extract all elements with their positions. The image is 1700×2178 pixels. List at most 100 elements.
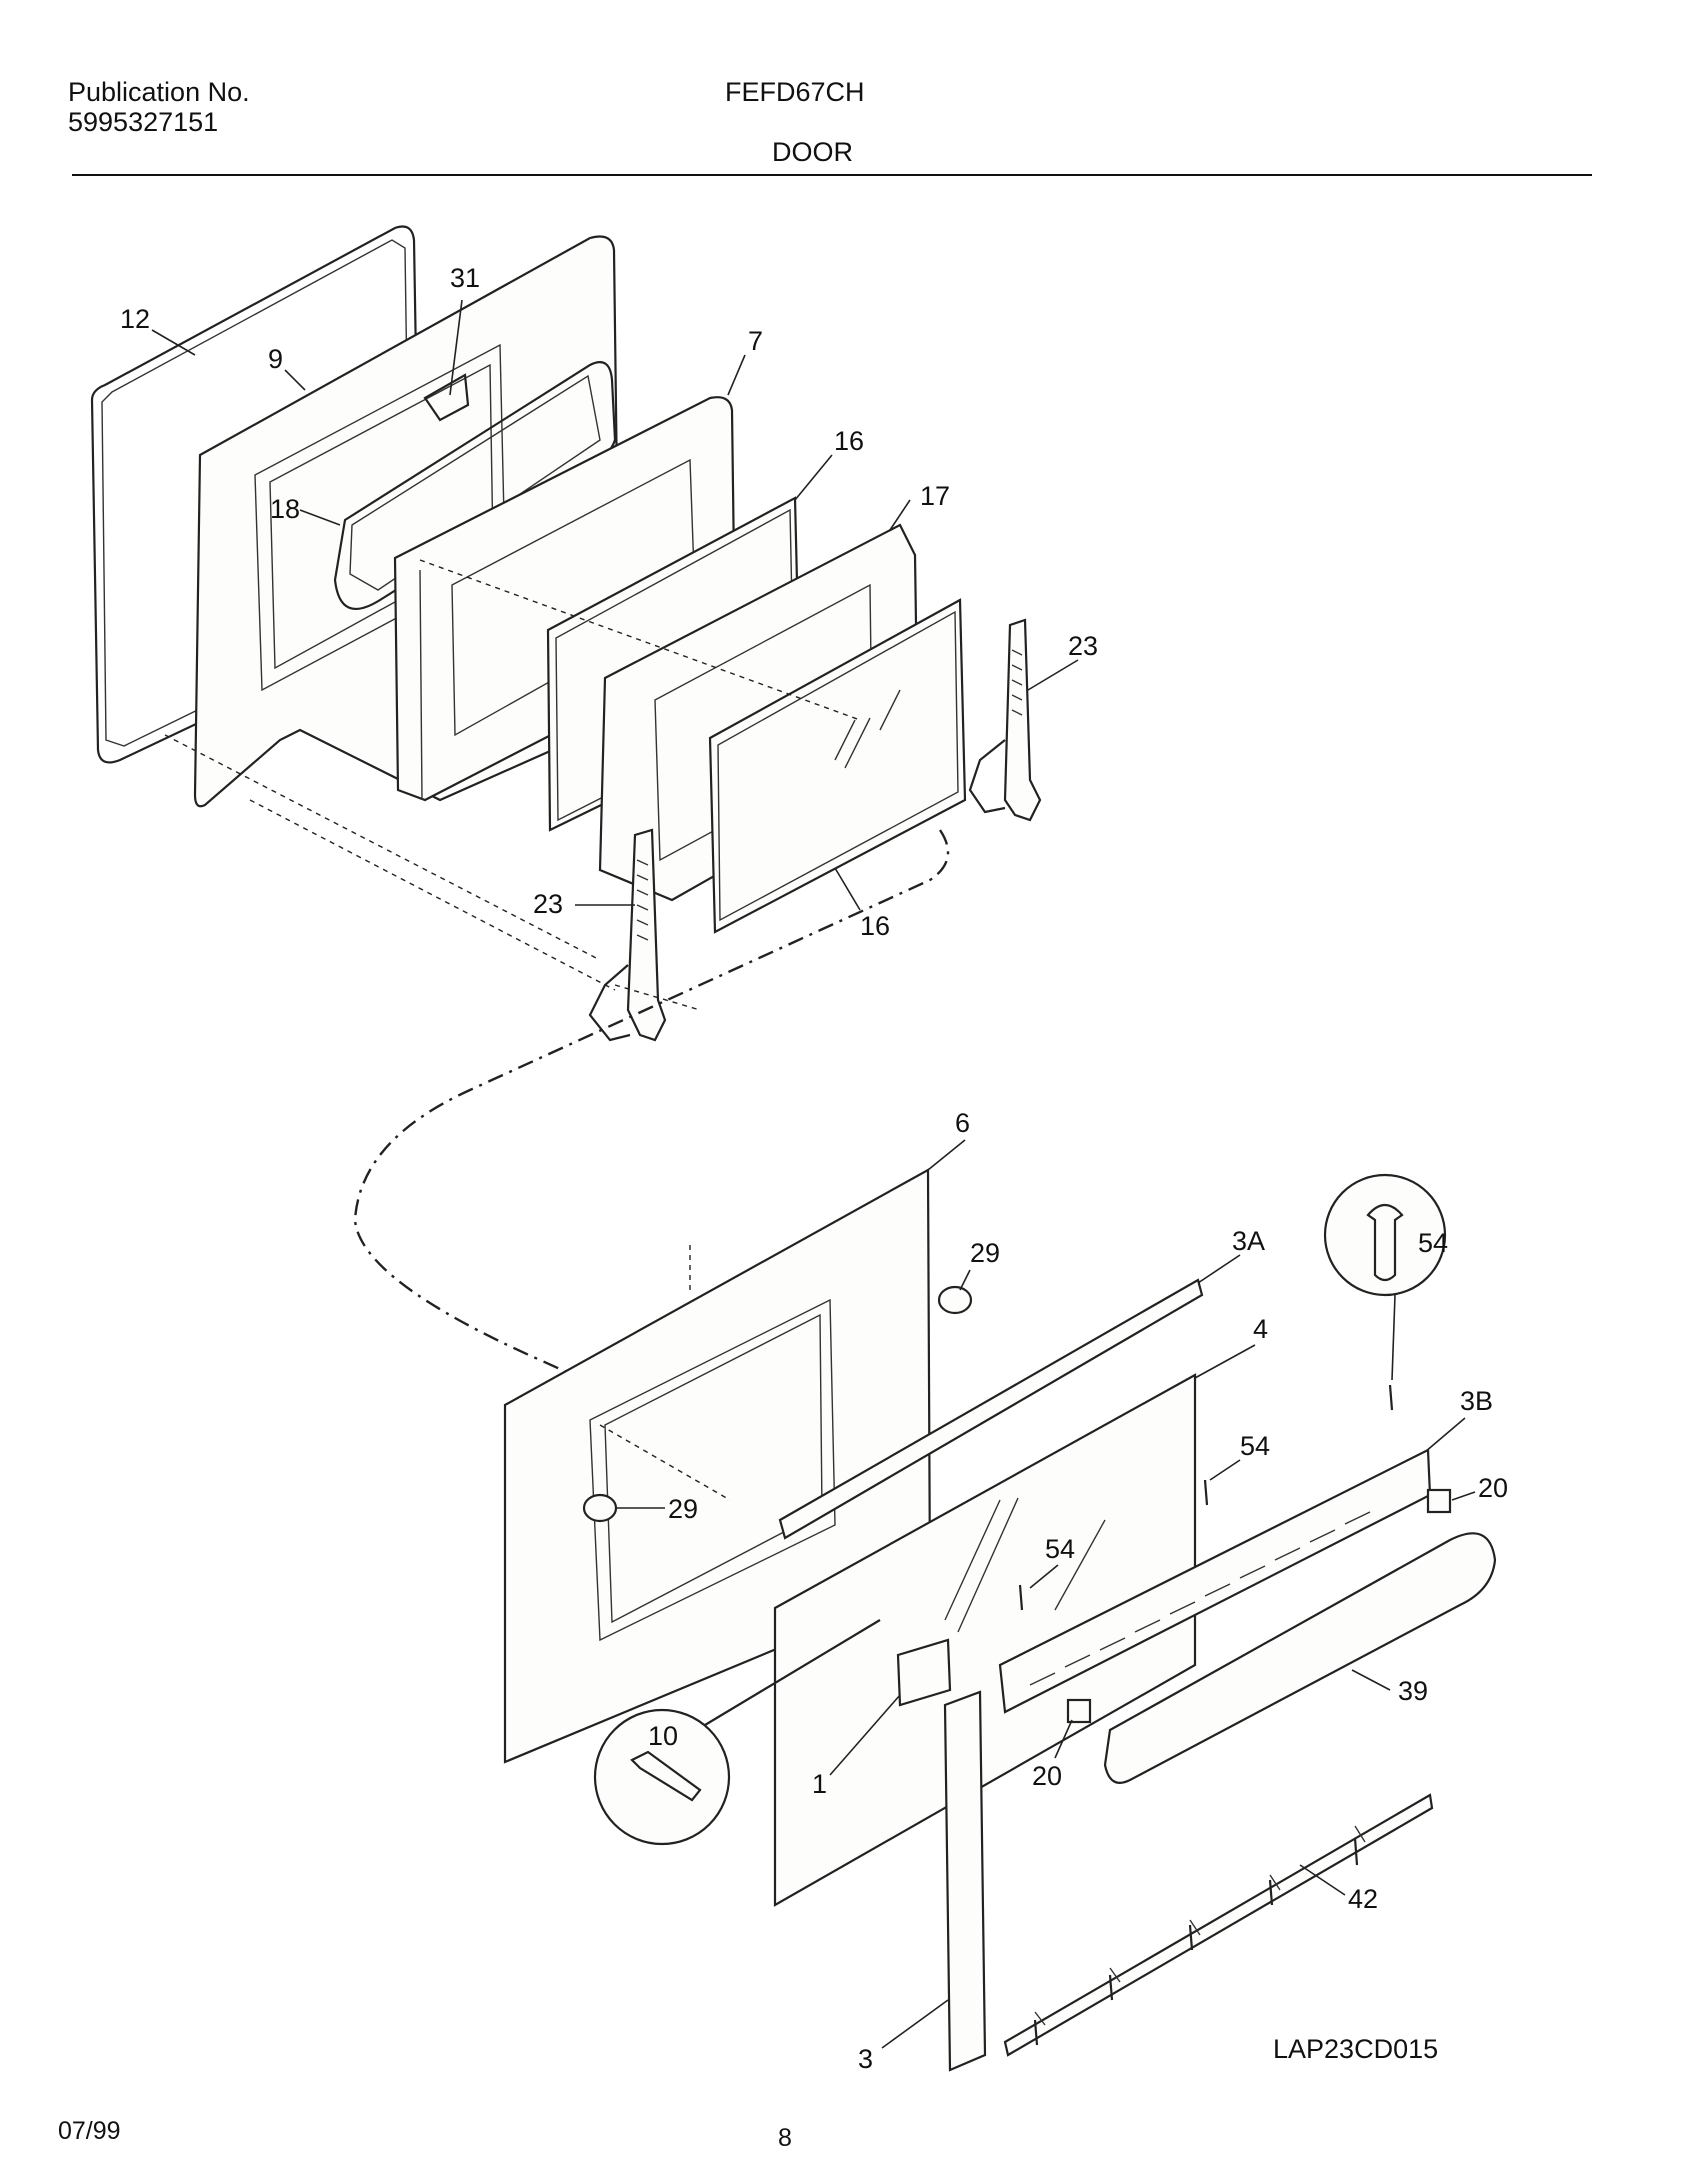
door-bumper-upper [937, 1285, 973, 1315]
callout-23-right: 23 [1068, 631, 1098, 661]
footer-date: 07/99 [58, 2117, 121, 2145]
leader-42 [1299, 1864, 1346, 1896]
callout-6: 6 [955, 1108, 970, 1138]
screw-icon [1188, 1924, 1194, 1951]
leader-1 [829, 1694, 901, 1776]
callout-16-lower: 16 [860, 911, 890, 941]
publication-number: 5995327151 [68, 107, 219, 137]
screws [1018, 1384, 1394, 2046]
callout-4: 4 [1253, 1314, 1268, 1344]
callout-23-left: 23 [533, 889, 563, 919]
detail-leader [704, 1619, 881, 1726]
leader-18 [299, 509, 341, 526]
outer-glass-panel [773, 1373, 1197, 1907]
hinge-right [1003, 618, 1042, 822]
leader-6 [927, 1139, 966, 1171]
leader-54b [1209, 1459, 1241, 1481]
leader-16a [794, 454, 833, 501]
callout-12: 12 [120, 304, 150, 334]
outer-glass-reflection [944, 1497, 1106, 1633]
publication-label: Publication No. [68, 77, 250, 107]
outer-door-window [589, 1298, 836, 1642]
leader-4 [1194, 1344, 1256, 1379]
callout-7: 7 [748, 326, 763, 356]
leader-lines [151, 299, 1476, 2049]
door-handle [1103, 1532, 1497, 1784]
screw-icon [1268, 1879, 1274, 1906]
leader-16b [834, 867, 861, 911]
diagram-reference: LAP23CD015 [1273, 2034, 1438, 2064]
callout-16-upper: 16 [834, 426, 864, 456]
leader-54c [1029, 1564, 1059, 1589]
detail-circle-screw [1323, 1173, 1447, 1297]
callout-54-lower: 54 [1045, 1534, 1075, 1564]
callout-3B: 3B [1460, 1386, 1493, 1416]
callout-3A: 3A [1232, 1226, 1265, 1256]
hinge-left [626, 828, 667, 1042]
leader-3A [1197, 1254, 1241, 1284]
leader-39 [1351, 1669, 1391, 1691]
leader-54a [1391, 1294, 1396, 1381]
callout-54-mid: 54 [1240, 1431, 1270, 1461]
hinge-right-arm [968, 739, 1006, 814]
callout-17: 17 [920, 481, 950, 511]
section-title: DOOR [772, 137, 853, 167]
leader-9 [284, 369, 306, 391]
screw-icon [1353, 1837, 1359, 1866]
leader-20a [1451, 1491, 1476, 1501]
leader-17 [889, 499, 911, 531]
side-trim [943, 1690, 987, 2072]
detail-circle-pin [593, 1708, 731, 1846]
callout-31: 31 [450, 263, 480, 293]
callout-3: 3 [858, 2044, 873, 2074]
leader-23a [1027, 659, 1079, 691]
callout-42: 42 [1348, 1884, 1378, 1914]
handle-end-cap-right [1426, 1488, 1452, 1514]
header-rule [72, 174, 1592, 176]
leader-31 [449, 299, 463, 396]
handle-channel-slots [1029, 1511, 1371, 1686]
screw-icon [1108, 1974, 1114, 2001]
callouts: 12 9 31 7 16 17 18 23 23 16 6 29 3A 4 54… [120, 263, 1508, 2074]
screw-icon [1203, 1479, 1209, 1506]
callout-9: 9 [268, 344, 283, 374]
door-liner-group [90, 225, 1042, 1042]
leader-20b [1054, 1719, 1073, 1759]
inner-glass-lower [708, 598, 967, 934]
leader-12 [151, 329, 196, 356]
vent-tabs [1034, 1825, 1366, 2026]
callout-1: 1 [812, 1769, 827, 1799]
door-bumper-lower [582, 1493, 618, 1523]
callout-29-upper: 29 [970, 1238, 1000, 1268]
glass-reflection-lines [834, 689, 901, 769]
hinge-right-spring [1011, 649, 1023, 716]
screw-icon [1018, 1584, 1024, 1611]
leader-3 [881, 1999, 949, 2049]
subassembly-connector [353, 829, 950, 1452]
outer-door-dashed [599, 1245, 731, 1501]
leader-3B [1424, 1417, 1466, 1453]
callout-54-detail: 54 [1418, 1228, 1448, 1258]
glass-bracket [896, 1638, 952, 1707]
leader-7 [727, 354, 746, 396]
leader-29a [959, 1269, 971, 1291]
detail-screw-icon [1366, 1203, 1404, 1282]
screw-icon [1033, 2019, 1039, 2046]
callout-29-lower: 29 [668, 1494, 698, 1524]
detail-pin-icon [630, 1750, 702, 1802]
page-number: 8 [778, 2124, 792, 2152]
handle-end-cap-left [1066, 1698, 1092, 1724]
callout-10: 10 [648, 1721, 678, 1751]
hinge-left-arm [588, 964, 631, 1042]
hinge-left-spring [636, 859, 649, 941]
outer-door-group [503, 1168, 1497, 2072]
callout-39: 39 [1398, 1676, 1428, 1706]
inner-glass-lower-edge [717, 610, 959, 922]
vent-strip [1003, 1793, 1434, 2057]
screw-icon [1388, 1384, 1394, 1411]
projection-lines-upper [164, 559, 861, 1011]
callout-20-right: 20 [1478, 1473, 1508, 1503]
callout-18: 18 [270, 494, 300, 524]
callout-20-left: 20 [1032, 1761, 1062, 1791]
